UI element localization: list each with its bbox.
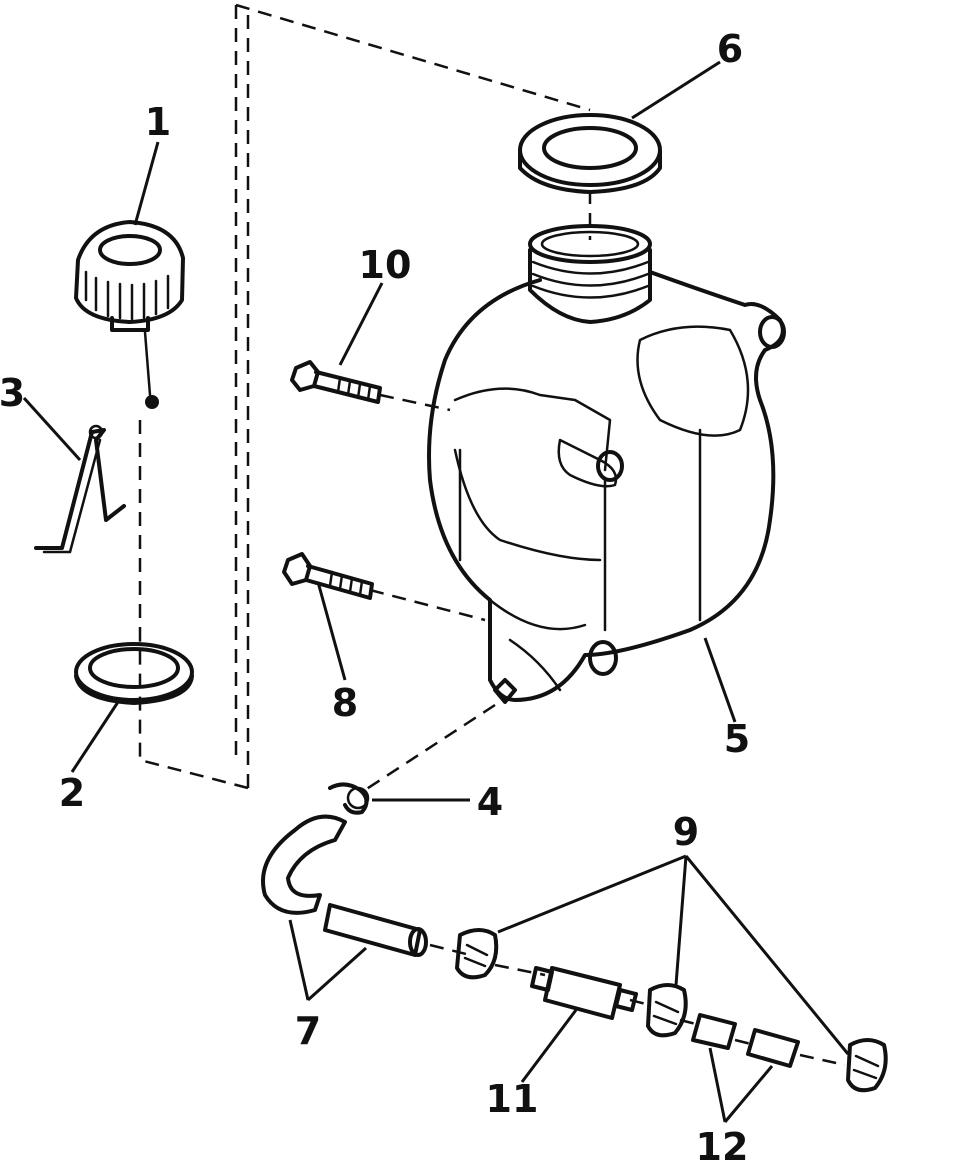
oil-tank [427,224,786,704]
callout-10: 10 [359,243,412,287]
callout-5: 5 [724,717,750,761]
leader-lines [22,60,850,1123]
callout-4: 4 [477,780,503,824]
hose-clamp [328,782,370,815]
hose-set [261,814,428,957]
callout-6: 6 [717,27,743,71]
inline-filter [530,966,638,1020]
hose-sleeves [691,1013,800,1068]
callout-1: 1 [145,100,171,144]
callout-7: 7 [295,1009,321,1053]
retainer-clip [34,424,126,554]
callout-8: 8 [332,681,358,725]
callout-2: 2 [59,771,85,815]
callout-12: 12 [696,1125,749,1164]
upper-bolt [290,360,382,404]
cap-gasket [74,642,194,705]
hose-clips [455,928,888,1093]
callout-3: 3 [0,371,25,415]
filler-cap [74,220,185,409]
lower-bolt [282,552,374,600]
callout-11: 11 [486,1077,539,1121]
assembly-dash-lines [138,3,846,1067]
callout-9: 9 [673,810,699,854]
tank-washer [518,113,662,194]
